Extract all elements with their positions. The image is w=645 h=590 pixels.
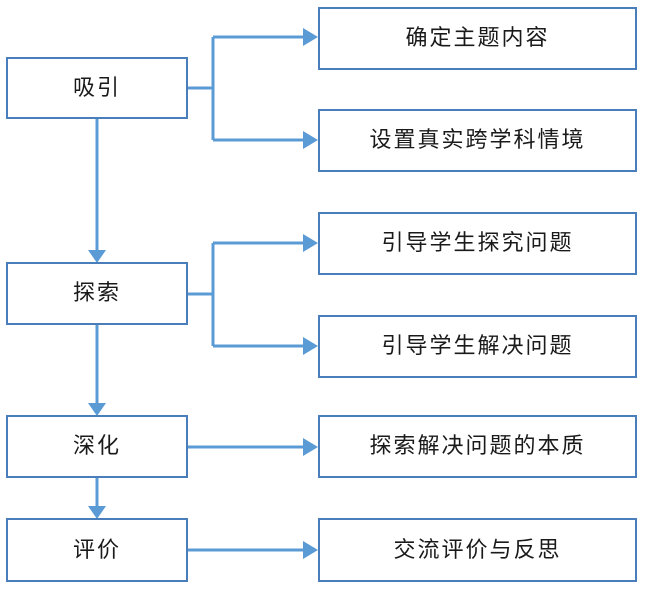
connector-stage1-branch xyxy=(188,28,318,149)
connector-stage4-to-task xyxy=(188,541,318,559)
stage-box-shenhua[interactable]: 深化 xyxy=(6,415,188,478)
task-label: 设置真实跨学科情境 xyxy=(369,127,586,153)
task-label: 引导学生解决问题 xyxy=(381,333,574,359)
stage-label: 探索 xyxy=(72,280,121,306)
connector-stage2-to-stage3 xyxy=(88,325,106,416)
task-box-reflect-evaluate[interactable]: 交流评价与反思 xyxy=(318,518,637,582)
task-label: 确定主题内容 xyxy=(405,25,550,51)
connector-stage3-to-stage4 xyxy=(88,478,106,519)
task-box-determine-theme[interactable]: 确定主题内容 xyxy=(318,7,637,70)
stage-box-xiyin[interactable]: 吸引 xyxy=(6,57,188,119)
connector-stage3-to-task xyxy=(188,438,318,456)
connector-stage2-branch xyxy=(188,234,318,355)
task-box-set-context[interactable]: 设置真实跨学科情境 xyxy=(318,109,637,172)
task-label: 探索解决问题的本质 xyxy=(369,433,586,459)
stage-label: 吸引 xyxy=(72,74,121,100)
stage-box-tansuo[interactable]: 探索 xyxy=(6,262,188,325)
task-box-explore-essence[interactable]: 探索解决问题的本质 xyxy=(318,415,637,478)
task-label: 引导学生探究问题 xyxy=(381,230,574,256)
task-box-guide-solve[interactable]: 引导学生解决问题 xyxy=(318,315,637,378)
stage-label: 深化 xyxy=(72,433,121,459)
stage-label: 评价 xyxy=(72,536,121,562)
task-box-guide-inquiry[interactable]: 引导学生探究问题 xyxy=(318,212,637,275)
task-label: 交流评价与反思 xyxy=(393,536,562,562)
connector-stage1-to-stage2 xyxy=(88,117,106,263)
stage-box-pingjia[interactable]: 评价 xyxy=(6,518,188,582)
